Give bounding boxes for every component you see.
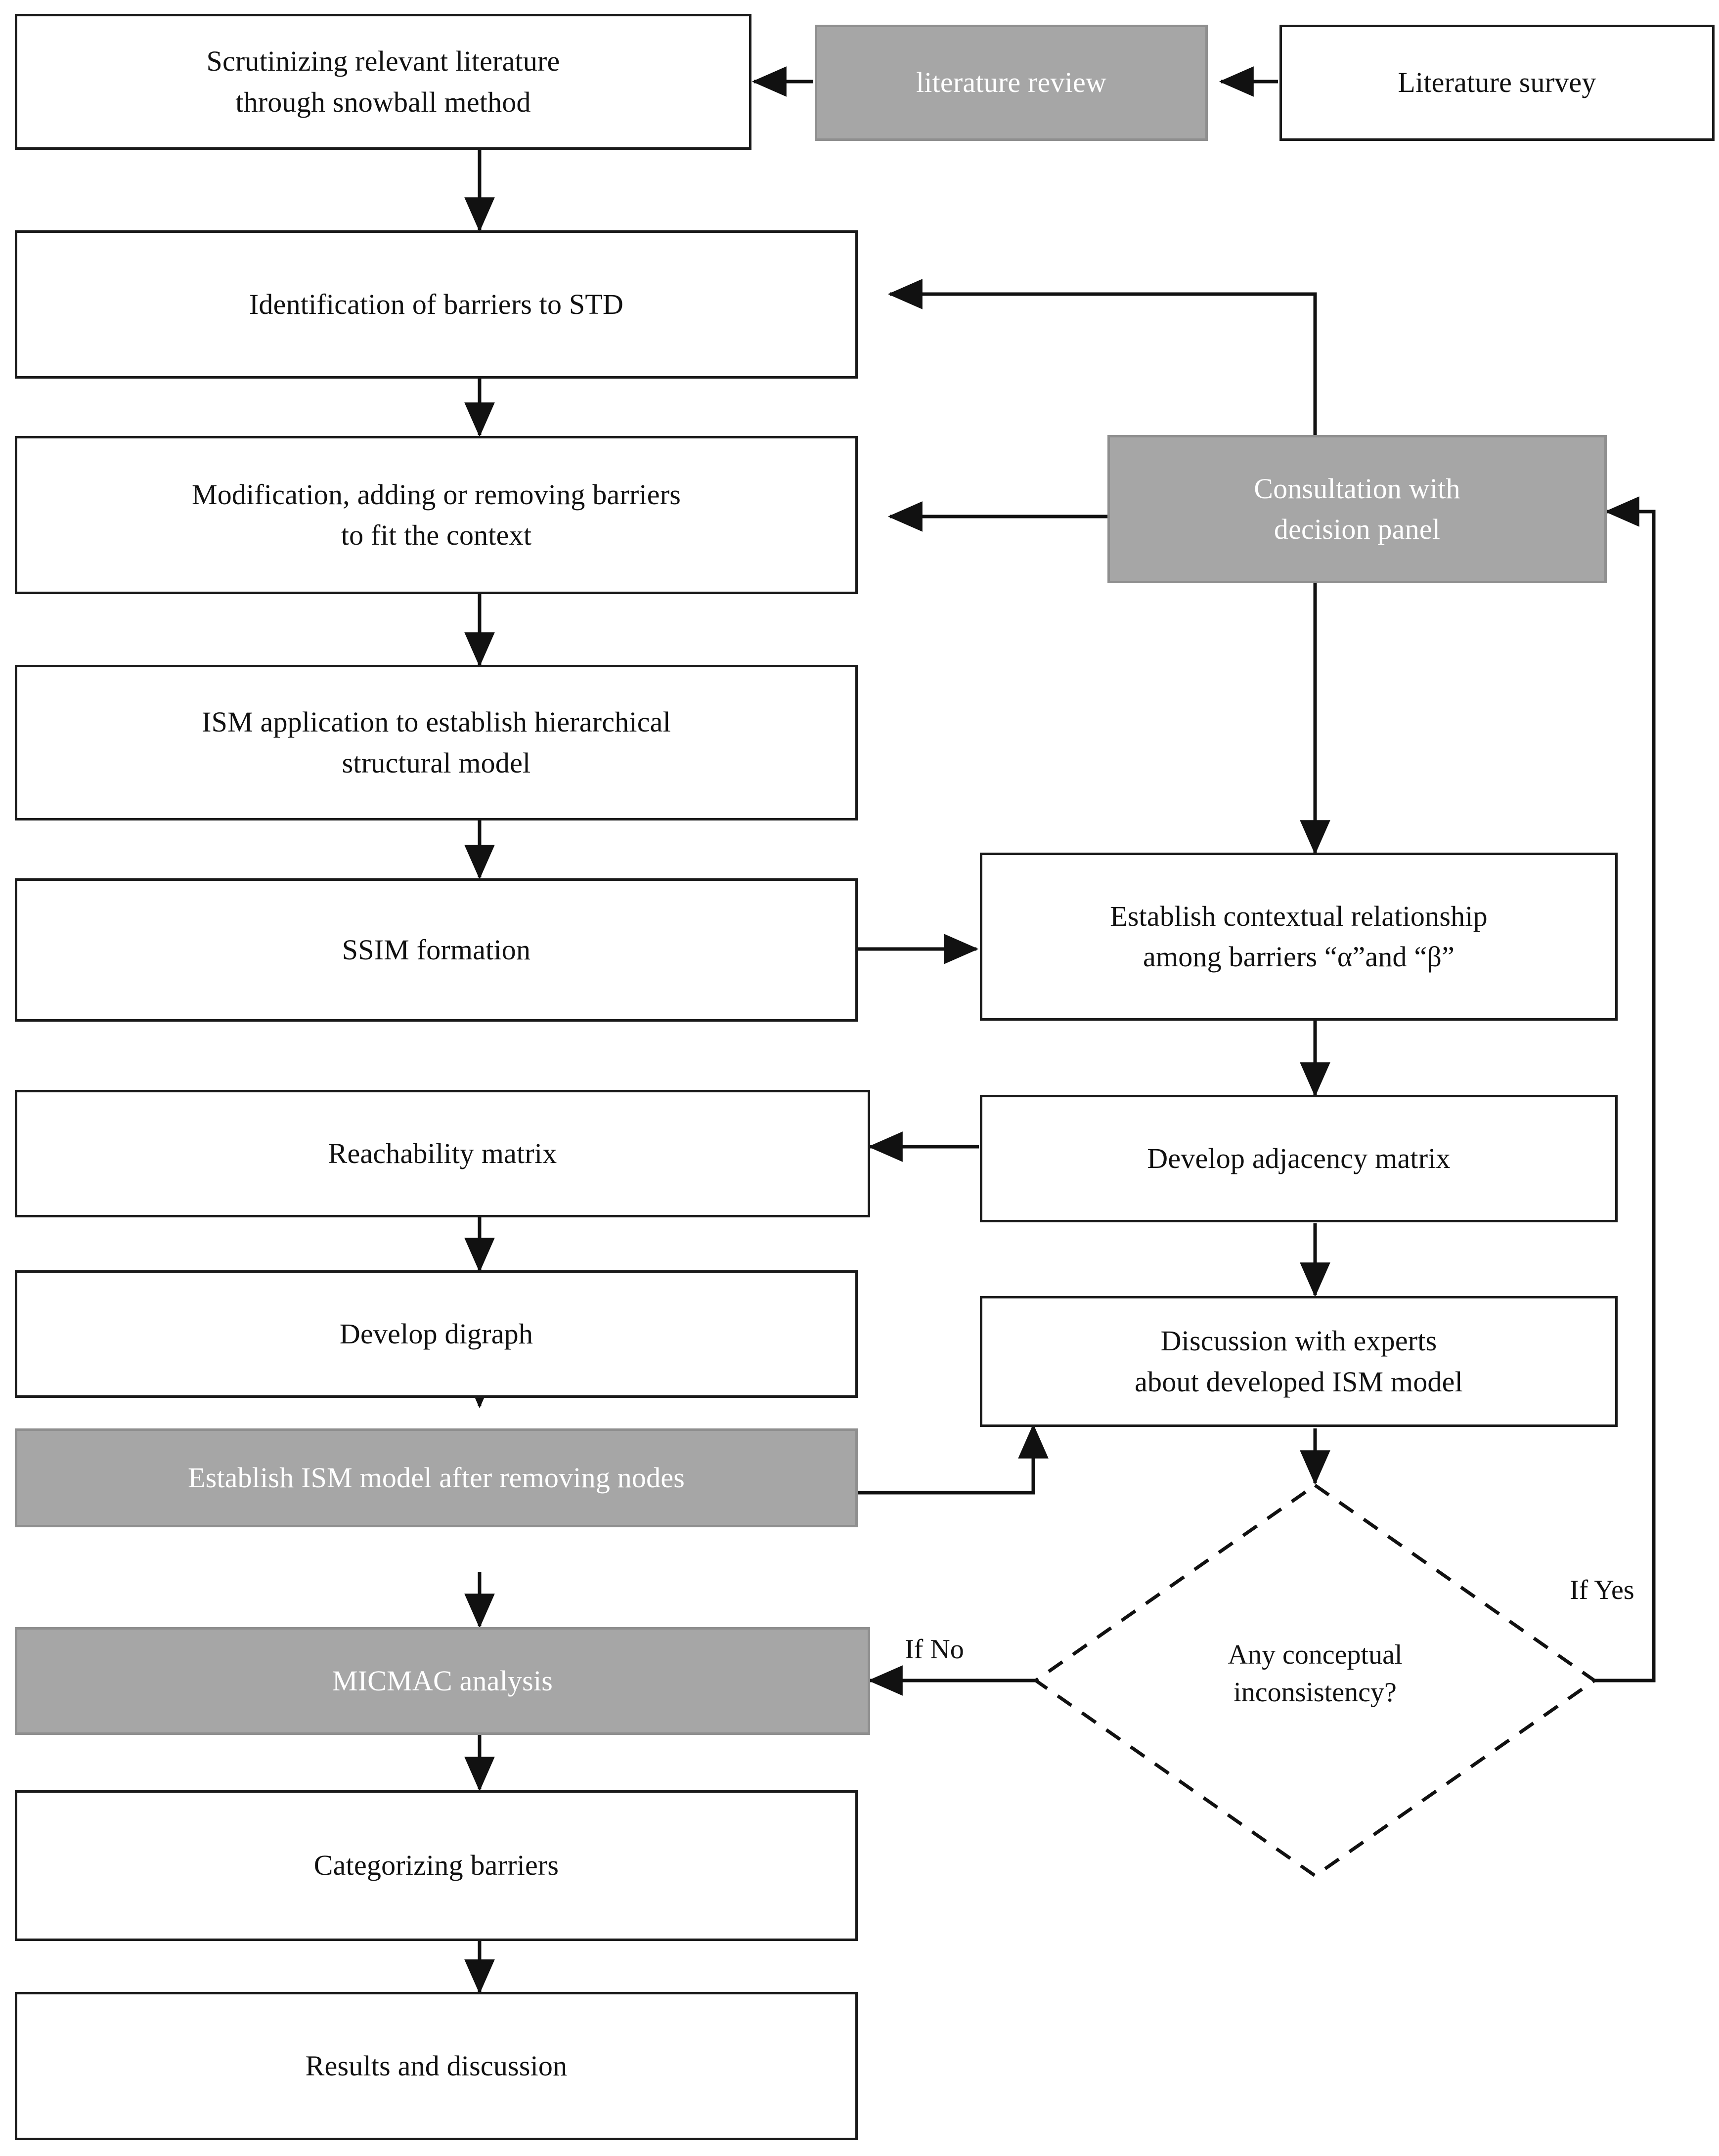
node-literature-survey[interactable]: Literature survey [1279, 25, 1715, 141]
node-discussion-experts[interactable]: Discussion with experts about developed … [980, 1296, 1618, 1427]
node-micmac-analysis-label: MICMAC analysis [332, 1664, 553, 1697]
node-ssim-formation-label: SSIM formation [342, 933, 531, 966]
decision-diamond [1032, 1483, 1598, 1878]
node-categorizing-barriers-label: Categorizing barriers [313, 1849, 559, 1882]
node-reachability-matrix-label: Reachability matrix [328, 1137, 557, 1169]
node-results-discussion-label: Results and discussion [305, 2049, 568, 2082]
node-contextual-relationship-label: Establish contextual relationship among … [1110, 900, 1488, 973]
arrow-establish-to-discussion [858, 1423, 1049, 1495]
node-results-discussion[interactable]: Results and discussion [15, 1992, 858, 2140]
node-literature-review[interactable]: literature review [815, 25, 1208, 141]
node-consultation[interactable]: Consultation with decision panel [1107, 435, 1607, 583]
node-adjacency-matrix[interactable]: Develop adjacency matrix [980, 1095, 1618, 1222]
node-modification-label: Modification, adding or removing barrier… [191, 478, 681, 551]
node-reachability-matrix[interactable]: Reachability matrix [15, 1090, 870, 1217]
node-discussion-experts-label: Discussion with experts about developed … [1135, 1325, 1463, 1398]
arrow-consultation-to-identification [887, 279, 1317, 435]
edge-label-if-no: If No [905, 1634, 964, 1665]
node-identification-label: Identification of barriers to STD [249, 288, 624, 320]
node-establish-ism-model-label: Establish ISM model after removing nodes [187, 1461, 685, 1494]
node-literature-review-label: literature review [916, 66, 1107, 99]
node-micmac-analysis[interactable]: MICMAC analysis [15, 1627, 870, 1735]
node-ssim-formation[interactable]: SSIM formation [15, 878, 858, 1022]
node-modification[interactable]: Modification, adding or removing barrier… [15, 436, 858, 594]
node-ism-application[interactable]: ISM application to establish hierarchica… [15, 665, 858, 820]
node-establish-ism-model[interactable]: Establish ISM model after removing nodes [15, 1428, 858, 1527]
arrow-decision-yes-to-consultation [1594, 496, 1656, 1682]
node-scrutinizing-label: Scrutinizing relevant literature through… [206, 45, 560, 118]
node-literature-survey-label: Literature survey [1398, 66, 1596, 99]
node-adjacency-matrix-label: Develop adjacency matrix [1147, 1142, 1451, 1174]
node-categorizing-barriers[interactable]: Categorizing barriers [15, 1790, 858, 1941]
node-identification[interactable]: Identification of barriers to STD [15, 230, 858, 379]
node-ism-application-label: ISM application to establish hierarchica… [202, 706, 671, 779]
node-consultation-label: Consultation with decision panel [1254, 472, 1460, 545]
node-develop-digraph[interactable]: Develop digraph [15, 1270, 858, 1398]
node-contextual-relationship[interactable]: Establish contextual relationship among … [980, 853, 1618, 1021]
edge-label-if-yes: If Yes [1570, 1575, 1634, 1605]
node-develop-digraph-label: Develop digraph [339, 1317, 533, 1350]
arrow-group [464, 66, 1656, 1994]
node-decision-label: Any conceptual inconsistency? [1228, 1639, 1403, 1708]
node-scrutinizing[interactable]: Scrutinizing relevant literature through… [15, 14, 751, 150]
